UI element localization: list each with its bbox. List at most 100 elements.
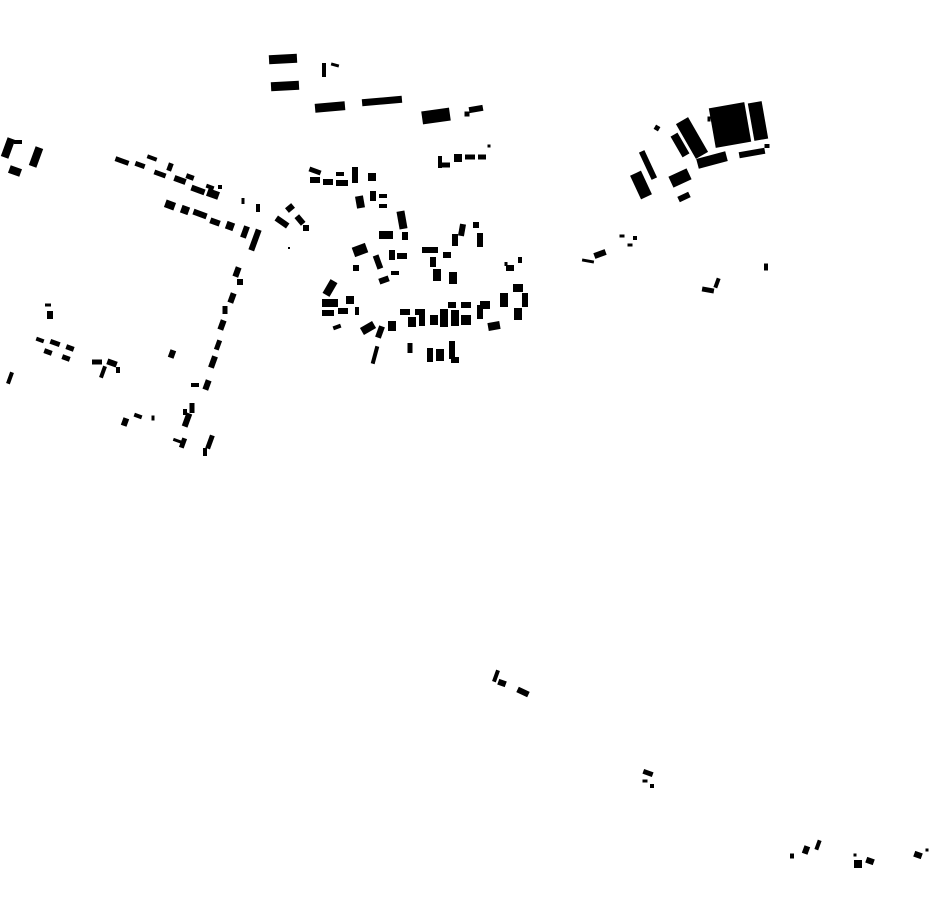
building-footprint	[181, 412, 193, 428]
building-footprint	[6, 371, 14, 385]
building-footprint	[338, 308, 348, 314]
building-footprint	[322, 63, 326, 77]
building-footprint	[65, 344, 75, 352]
building-footprint	[166, 162, 174, 172]
building-footprint	[593, 249, 607, 259]
building-footprint	[518, 257, 522, 263]
building-footprint	[500, 293, 508, 307]
building-footprint	[764, 144, 770, 148]
building-footprint	[359, 321, 377, 335]
building-footprint	[218, 185, 222, 189]
building-footprint	[865, 856, 875, 866]
building-footprint	[389, 250, 395, 260]
building-footprint	[237, 279, 243, 285]
building-footprint	[330, 62, 340, 68]
building-footprint	[449, 272, 457, 284]
building-footprint	[352, 167, 358, 183]
building-footprint	[7, 165, 23, 177]
building-footprint	[642, 779, 648, 783]
building-footprint	[449, 341, 455, 359]
building-footprint	[224, 220, 236, 232]
building-footprint	[504, 262, 508, 266]
building-footprint	[464, 111, 470, 117]
building-footprint	[0, 137, 16, 159]
building-footprint	[191, 383, 199, 387]
building-footprint	[189, 403, 195, 413]
building-footprint	[487, 144, 491, 148]
building-footprint	[190, 184, 206, 196]
building-footprint	[208, 355, 218, 369]
building-footprint	[677, 191, 691, 203]
building-footprint	[516, 686, 530, 698]
building-footprint	[370, 345, 380, 365]
building-footprint	[146, 154, 158, 162]
building-footprint	[477, 233, 483, 247]
building-footprint	[430, 257, 436, 267]
building-footprint	[913, 850, 923, 860]
building-footprint	[492, 669, 500, 683]
building-footprint	[388, 321, 396, 331]
building-footprint	[153, 169, 167, 179]
building-footprint	[465, 154, 475, 160]
building-footprint	[642, 768, 654, 778]
building-footprint	[355, 307, 359, 315]
building-footprint	[438, 156, 442, 168]
building-footprint	[713, 277, 721, 289]
building-footprint	[351, 242, 369, 258]
building-footprint	[49, 338, 61, 348]
building-footprint	[372, 254, 384, 270]
building-footprint	[378, 275, 390, 285]
building-footprint	[368, 173, 376, 181]
building-footprint	[43, 348, 53, 356]
building-footprint	[213, 339, 223, 351]
building-footprint	[332, 323, 342, 331]
building-footprint	[303, 225, 309, 231]
building-footprint	[630, 170, 652, 200]
building-footprint	[814, 839, 822, 851]
building-footprint	[427, 348, 433, 362]
building-footprint	[45, 303, 51, 307]
building-footprint	[402, 232, 408, 240]
building-footprint	[322, 299, 338, 307]
building-footprint	[314, 101, 346, 113]
building-footprint	[514, 308, 522, 320]
building-footprint	[433, 269, 441, 281]
building-footprint	[172, 437, 184, 445]
building-footprint	[167, 349, 177, 359]
building-footprint	[270, 80, 300, 92]
building-footprint	[232, 266, 242, 278]
building-footprint	[192, 208, 208, 220]
building-footprint	[468, 104, 484, 114]
building-footprint	[14, 140, 22, 144]
building-footprint	[513, 284, 523, 292]
building-footprint	[203, 448, 207, 456]
building-footprint	[461, 315, 471, 325]
building-footprint	[668, 168, 692, 188]
building-footprint	[375, 325, 385, 339]
building-footprint	[738, 147, 766, 159]
building-footprint	[487, 321, 501, 331]
building-footprint	[288, 247, 290, 249]
building-footprint	[285, 203, 295, 213]
building-footprint	[430, 315, 438, 325]
building-footprint	[92, 359, 102, 365]
building-footprint	[294, 214, 306, 226]
building-footprint	[454, 154, 462, 162]
building-footprint	[653, 124, 661, 132]
building-footprint	[448, 302, 456, 308]
building-footprint	[209, 217, 221, 227]
building-footprint	[451, 310, 459, 326]
building-footprint	[346, 296, 354, 304]
building-footprint	[133, 412, 143, 420]
building-footprint	[419, 314, 425, 326]
building-footprint	[436, 349, 444, 361]
building-footprint	[134, 160, 146, 170]
building-footprint	[925, 848, 929, 852]
building-footprint	[323, 179, 333, 185]
building-footprint	[458, 223, 466, 237]
building-footprint	[497, 678, 507, 688]
building-footprint	[308, 166, 322, 176]
building-footprint	[173, 175, 187, 185]
